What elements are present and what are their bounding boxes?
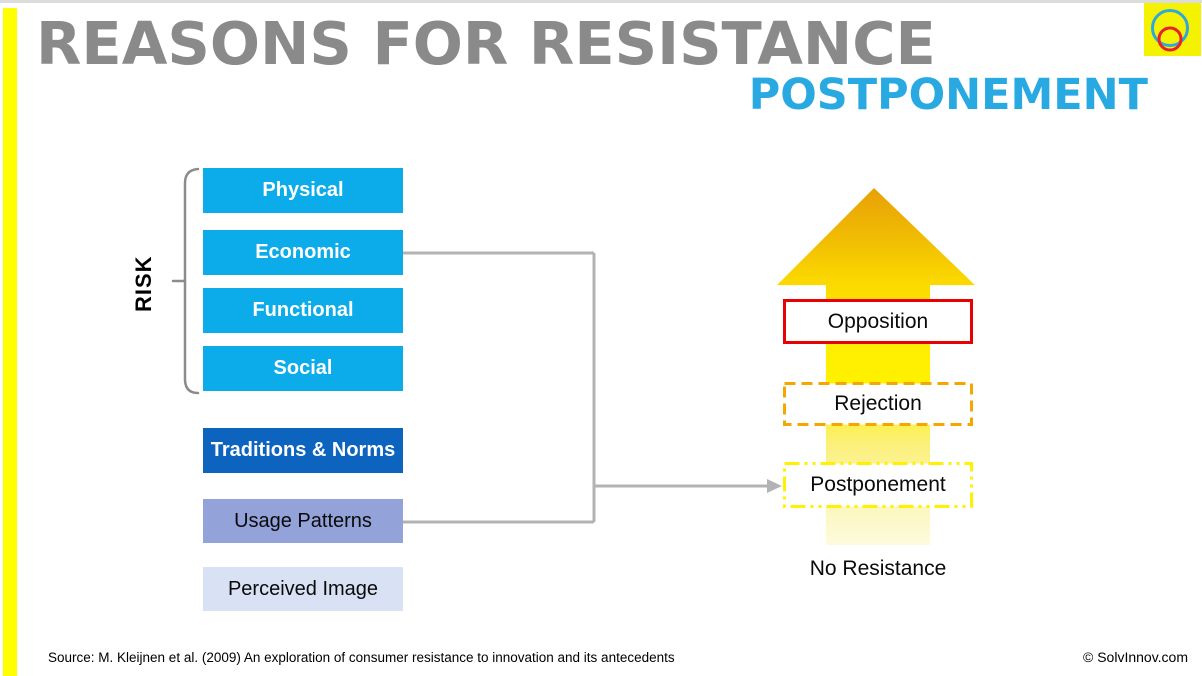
level-label: Postponement (810, 473, 946, 496)
level-label: Opposition (827, 309, 929, 333)
risk-box-economic: Economic (203, 230, 403, 275)
copyright-label: © SolvInnov.com (1083, 649, 1188, 665)
factor-box-usage-patterns: Usage Patterns (203, 499, 403, 543)
logo-red-circle-icon (1157, 26, 1183, 52)
page-title: REASONS FOR RESISTANCE (36, 9, 936, 78)
source-citation: Source: M. Kleijnen et al. (2009) An exp… (48, 650, 675, 665)
level-box-opposition: Opposition (783, 299, 973, 344)
page-subtitle: POSTPONEMENT (748, 70, 1148, 120)
level-box-rejection: Rejection (783, 382, 973, 426)
risk-box-physical: Physical (203, 168, 403, 213)
connector-lines (403, 251, 782, 524)
logo-blue-circle-icon (1151, 9, 1189, 47)
risk-bracket (171, 167, 200, 395)
postponement-dashdot-frame (783, 462, 973, 508)
factor-box-perceived-image: Perceived Image (203, 567, 403, 611)
solvinnov-logo (1144, 3, 1201, 56)
level-label: Rejection (834, 392, 922, 415)
level-box-postponement: Postponement (783, 462, 973, 508)
connector-arrowhead-icon (767, 479, 782, 493)
risk-group-label: RISK (131, 255, 156, 312)
left-accent-bar (3, 8, 17, 676)
factor-box-traditions-norms: Traditions & Norms (203, 428, 403, 473)
risk-box-social: Social (203, 346, 403, 391)
risk-box-functional: Functional (203, 288, 403, 333)
rejection-dashed-frame (783, 382, 973, 426)
slide-top-edge (0, 0, 1202, 3)
logo-circles-icon (1151, 9, 1189, 52)
no-resistance-label: No Resistance (809, 557, 947, 580)
